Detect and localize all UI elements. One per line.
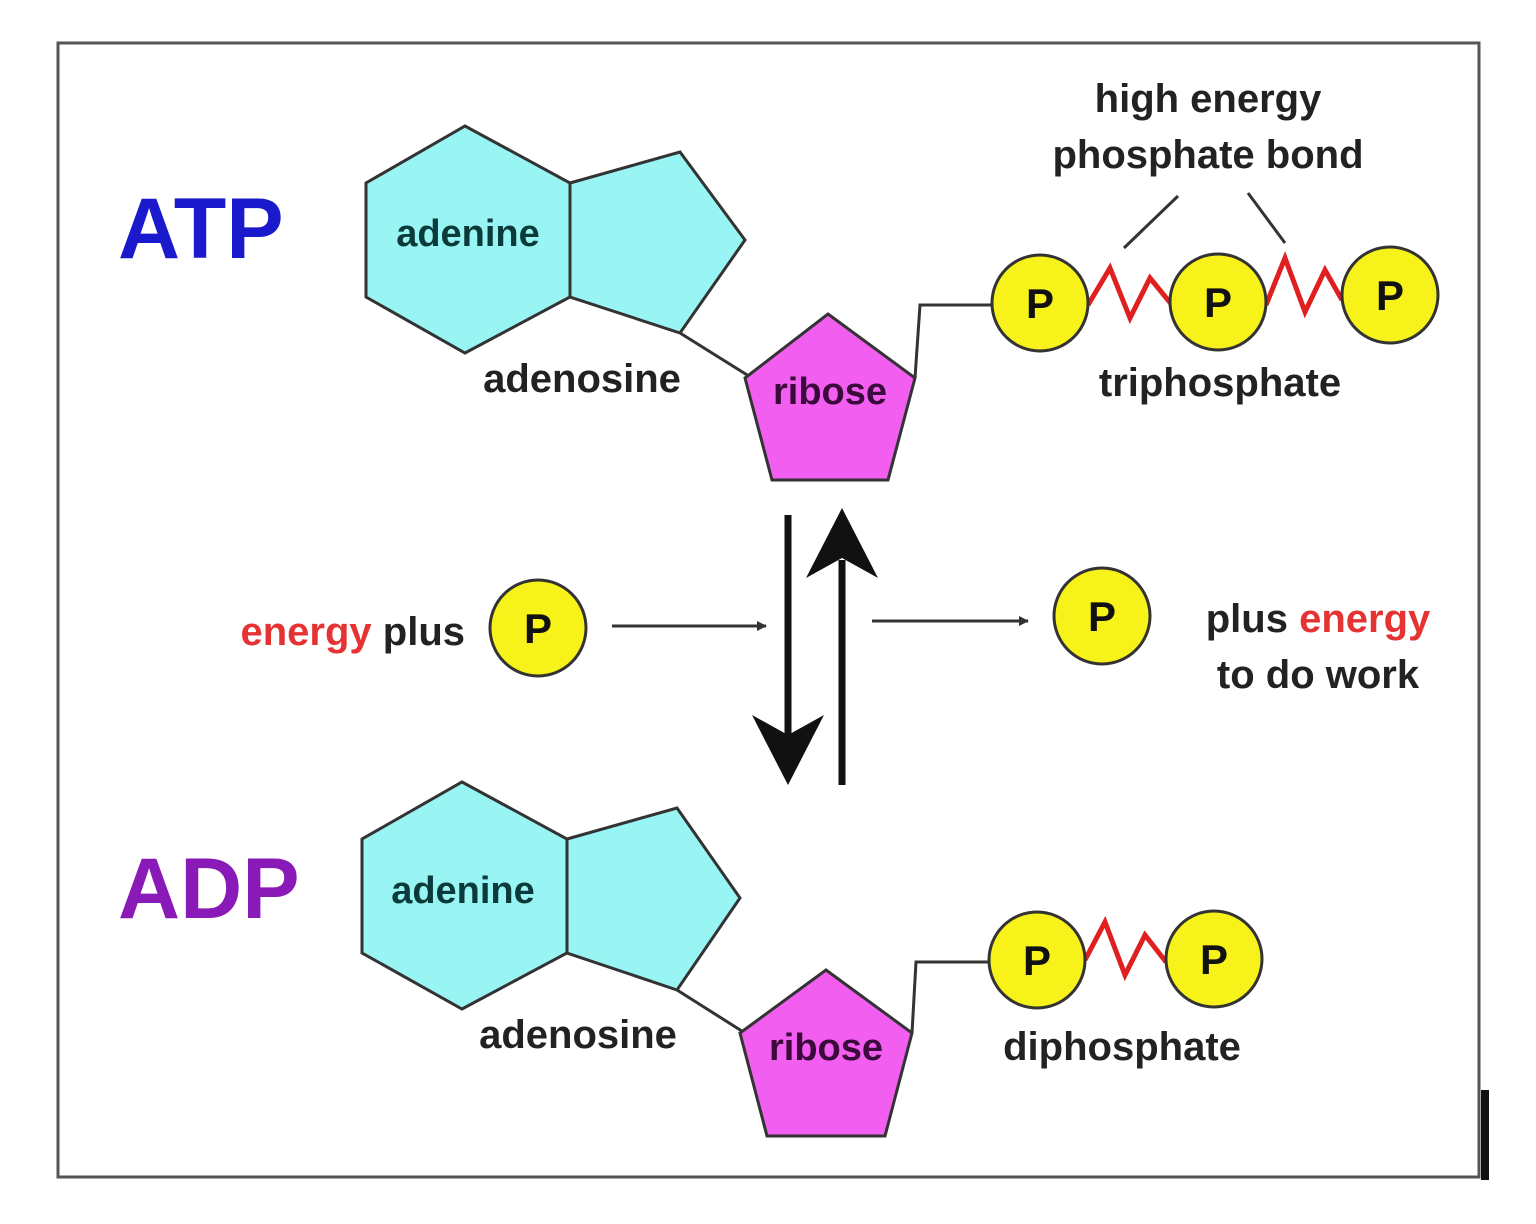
atp-phosphate-1: [990, 253, 1090, 353]
atp-phosphate-2-label: P: [1204, 279, 1232, 326]
adp-ribose-phosphate-link: [910, 960, 990, 1034]
adp-diphosphate-label: diphosphate: [1003, 1025, 1241, 1069]
energy-out-line1: plus energy: [1206, 597, 1431, 641]
adp-phosphate-2: [1164, 909, 1264, 1009]
input-phosphate-label: P: [524, 605, 552, 652]
adp-phosphate-1: [987, 910, 1087, 1010]
down-arrow-head: [752, 715, 824, 785]
bond-label-line2: phosphate bond: [1052, 133, 1363, 177]
bond-pointer-1: [1122, 194, 1180, 250]
atp-adenosine-label: adenosine: [483, 357, 681, 401]
atp-adenine-label: adenine: [396, 213, 540, 255]
energy-out-line2: to do work: [1217, 653, 1420, 697]
atp-adenine-ribose-bond: [679, 331, 753, 380]
adp-title: ADP: [118, 841, 300, 937]
atp-high-energy-bond-1: [1085, 262, 1174, 325]
input-phosphate: [488, 578, 588, 678]
adp-phosphate-1-label: P: [1023, 937, 1051, 984]
energy-in-text: energy plus: [240, 610, 465, 654]
energy-out-plus: plus: [1206, 597, 1299, 641]
atp-phosphate-3-label: P: [1376, 272, 1404, 319]
atp-phosphate-1-label: P: [1026, 280, 1054, 327]
atp-title: ATP: [118, 181, 284, 277]
energy-in-plus: plus: [372, 610, 465, 654]
atp-ribose-phosphate-link: [913, 303, 993, 379]
adp-adenine-pentagon: [565, 806, 742, 992]
frame-edge-mark: [1481, 1090, 1489, 1180]
atp-ribose-pentagon: [743, 312, 917, 482]
atp-high-energy-bond-2: [1263, 251, 1345, 319]
adp-adenine-ribose-bond: [676, 988, 746, 1035]
output-phosphate: [1052, 566, 1152, 666]
up-arrow-head: [806, 508, 878, 578]
atp-phosphate-2: [1168, 252, 1268, 352]
adp-high-energy-bond: [1082, 915, 1168, 982]
bond-pointer-2: [1246, 192, 1287, 244]
adp-ribose-label: ribose: [769, 1027, 883, 1069]
atp-triphosphate-label: triphosphate: [1099, 361, 1341, 405]
output-phosphate-label: P: [1088, 593, 1116, 640]
adp-phosphate-2-label: P: [1200, 936, 1228, 983]
adp-adenine-label: adenine: [391, 870, 535, 912]
atp-ribose-label: ribose: [773, 371, 887, 413]
energy-out-word: energy: [1299, 597, 1431, 641]
atp-phosphate-3: [1340, 245, 1440, 345]
bond-label-line1: high energy: [1095, 77, 1322, 121]
energy-in-word: energy: [240, 610, 372, 654]
atp-adenine-pentagon: [568, 150, 747, 335]
adp-ribose-pentagon: [738, 968, 914, 1138]
adp-adenosine-label: adenosine: [479, 1013, 677, 1057]
